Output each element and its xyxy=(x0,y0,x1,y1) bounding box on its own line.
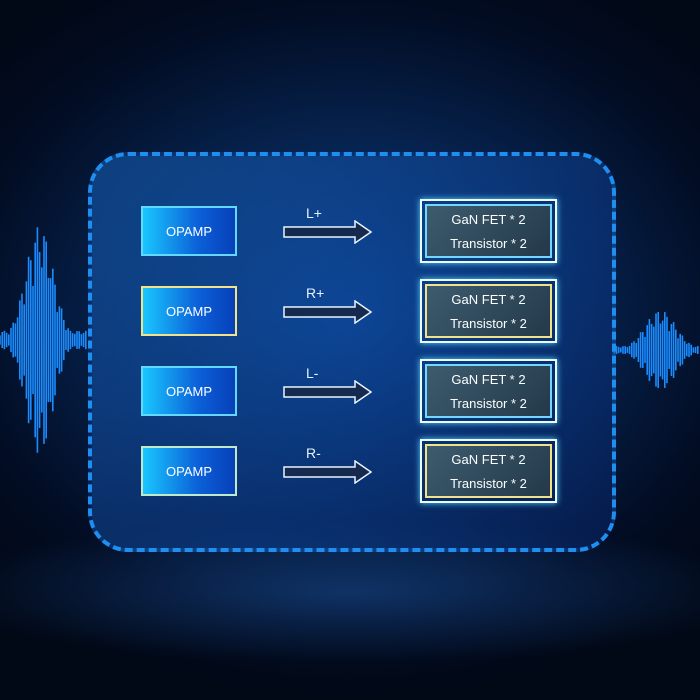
gan-fet-label: GaN FET * 2 xyxy=(451,211,526,227)
transistor-label: Transistor * 2 xyxy=(450,235,527,251)
opamp-label: OPAMP xyxy=(166,383,212,399)
arrow-right-icon xyxy=(283,220,373,244)
opamp-label: OPAMP xyxy=(166,463,212,479)
output-stage-box-3: GaN FET * 2 Transistor * 2 xyxy=(420,359,557,423)
opamp-label: OPAMP xyxy=(166,303,212,319)
opamp-box-3: OPAMP xyxy=(141,366,237,416)
opamp-box-2: OPAMP xyxy=(141,286,237,336)
signal-label-l-plus: L+ xyxy=(306,205,322,221)
gan-fet-label: GaN FET * 2 xyxy=(451,291,526,307)
signal-label-r-minus: R- xyxy=(306,445,321,461)
output-stage-box-4: GaN FET * 2 Transistor * 2 xyxy=(420,439,557,503)
transistor-label: Transistor * 2 xyxy=(450,475,527,491)
signal-label-r-plus: R+ xyxy=(306,285,325,301)
transistor-label: Transistor * 2 xyxy=(450,315,527,331)
opamp-box-1: OPAMP xyxy=(141,206,237,256)
arrow-right-icon xyxy=(283,460,373,484)
opamp-label: OPAMP xyxy=(166,223,212,239)
gan-fet-label: GaN FET * 2 xyxy=(451,371,526,387)
arrow-right-icon xyxy=(283,380,373,404)
output-stage-box-2: GaN FET * 2 Transistor * 2 xyxy=(420,279,557,343)
opamp-box-4: OPAMP xyxy=(141,446,237,496)
right-sound-wave-icon xyxy=(612,311,699,389)
output-stage-box-1: GaN FET * 2 Transistor * 2 xyxy=(420,199,557,263)
arrow-right-icon xyxy=(283,300,373,324)
gan-fet-label: GaN FET * 2 xyxy=(451,451,526,467)
signal-label-l-minus: L- xyxy=(306,365,319,381)
transistor-label: Transistor * 2 xyxy=(450,395,527,411)
left-sound-wave-icon xyxy=(0,227,87,453)
